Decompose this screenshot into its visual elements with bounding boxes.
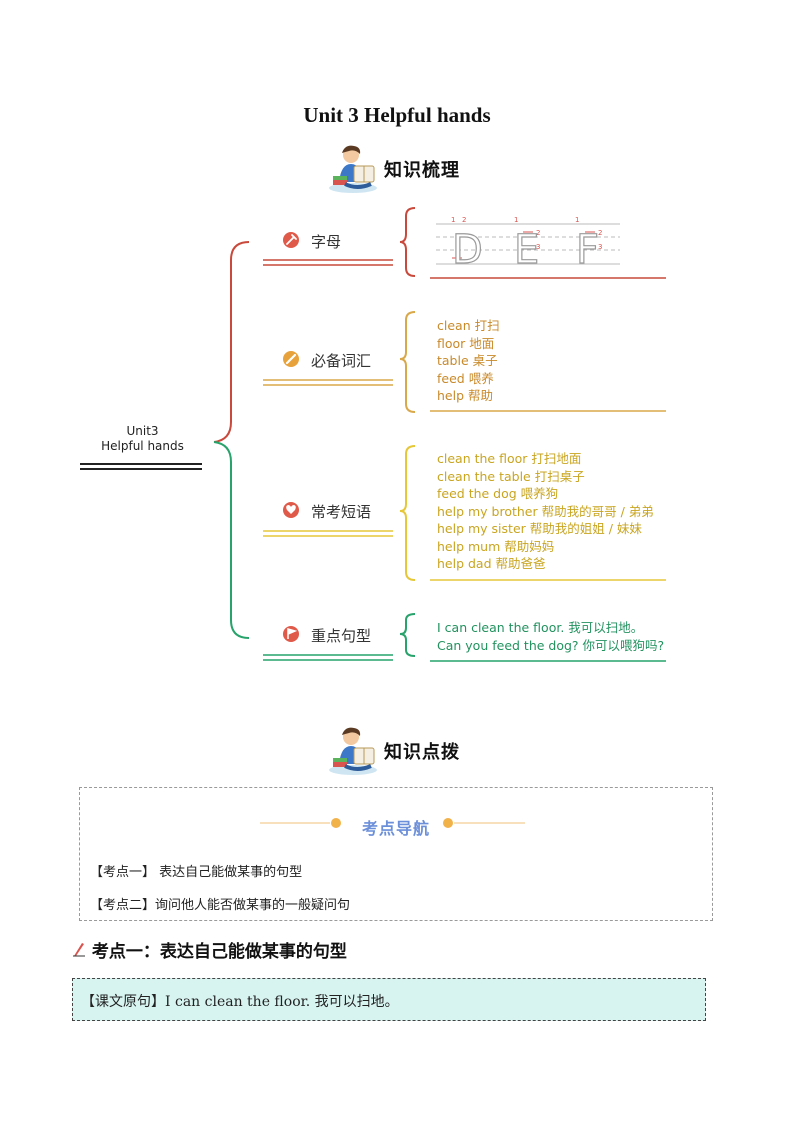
list-item: feed the dog 喂养狗 [437,486,559,501]
branch-label-letters: 字母 [311,233,342,251]
boy-reading-icon [329,145,377,193]
section-header-knowledge-tips: 知识点拨 [0,724,794,780]
sentences-list: I can clean the floor. 我可以扫地。 Can you fe… [437,619,664,654]
point-1-title: 考点一：表达自己能做某事的句型 [72,937,347,962]
brace-branch-2 [399,311,416,413]
original-sentence: 【课文原句】I can clean the floor. 我可以扫地。 [81,994,399,1010]
original-sentence-box: 【课文原句】I can clean the floor. 我可以扫地。 [72,978,706,1021]
list-item: help mum 帮助妈妈 [437,538,555,554]
list-item: Can you feed the dog? 你可以喂狗吗? [437,637,665,653]
brace-branch-1 [399,207,416,277]
list-item: clean 打扫 [437,318,500,333]
svg-text:1: 1 [451,216,455,224]
list-item: clean the table 打扫桌子 [437,468,585,484]
svg-text:3: 3 [598,243,602,251]
branch-label-phrases: 常考短语 [311,503,372,521]
section-label: 知识点拨 [384,742,460,763]
svg-text:3: 3 [536,243,540,251]
svg-text:2: 2 [462,216,466,224]
list-item: help my brother 帮助我的哥哥 / 弟弟 [437,503,654,519]
root-line-1: Unit3 [126,424,159,438]
pen-icon [72,941,86,962]
section-header-knowledge-summary: 知识梳理 [0,142,794,198]
heart-icon [283,502,299,518]
svg-text:1: 1 [575,216,579,224]
letter-e: E [514,227,539,273]
list-item: feed 喂养 [437,370,494,386]
flag-icon [283,626,299,642]
mindmap-root: Unit3 Helpful hands [90,424,195,454]
nav-item-point-2[interactable]: 【考点二】询问他人能否做某事的一般疑问句 [90,898,351,913]
list-item: help 帮助 [437,388,493,403]
svg-text:1: 1 [514,216,518,224]
list-item: table 桌子 [437,353,498,368]
svg-text:2: 2 [598,229,602,237]
list-item: help my sister 帮助我的姐姐 / 妹妹 [437,521,642,536]
section-label: 知识梳理 [384,160,460,181]
brace-branch-4 [399,613,416,657]
nav-title-decoration [260,818,525,828]
brace-upper [213,241,250,443]
exam-points-navigation: 考点导航 【考点一】 表达自己能做某事的句型 【考点二】询问他人能否做某事的一般… [79,787,713,921]
point-1-title-text: 考点一：表达自己能做某事的句型 [91,942,347,962]
branch-label-sentences: 重点句型 [311,627,372,645]
nav-title: 考点导航 [361,819,430,838]
list-item: I can clean the floor. 我可以扫地。 [437,620,644,635]
branch-label-vocabulary: 必备词汇 [311,352,372,370]
brace-lower [213,441,250,639]
svg-text:2: 2 [536,229,540,237]
brace-branch-3 [399,445,416,581]
vocabulary-list: clean 打扫 floor 地面 table 桌子 feed 喂养 help … [437,317,500,405]
nav-item-point-1[interactable]: 【考点一】 表达自己能做某事的句型 [90,865,303,880]
list-item: clean the floor 打扫地面 [437,451,582,466]
page-title: Unit 3 Helpful hands [303,103,491,127]
root-line-2: Helpful hands [101,439,184,453]
phrases-list: clean the floor 打扫地面 clean the table 打扫桌… [437,450,654,573]
letter-f: F [576,227,599,273]
pencil-icon [283,351,299,367]
list-item: help dad 帮助爸爸 [437,556,546,571]
list-item: floor 地面 [437,335,495,351]
letter-d: D [452,227,483,273]
boy-reading-icon [329,727,377,775]
pin-icon [283,232,299,248]
handwriting-grid [436,223,620,265]
